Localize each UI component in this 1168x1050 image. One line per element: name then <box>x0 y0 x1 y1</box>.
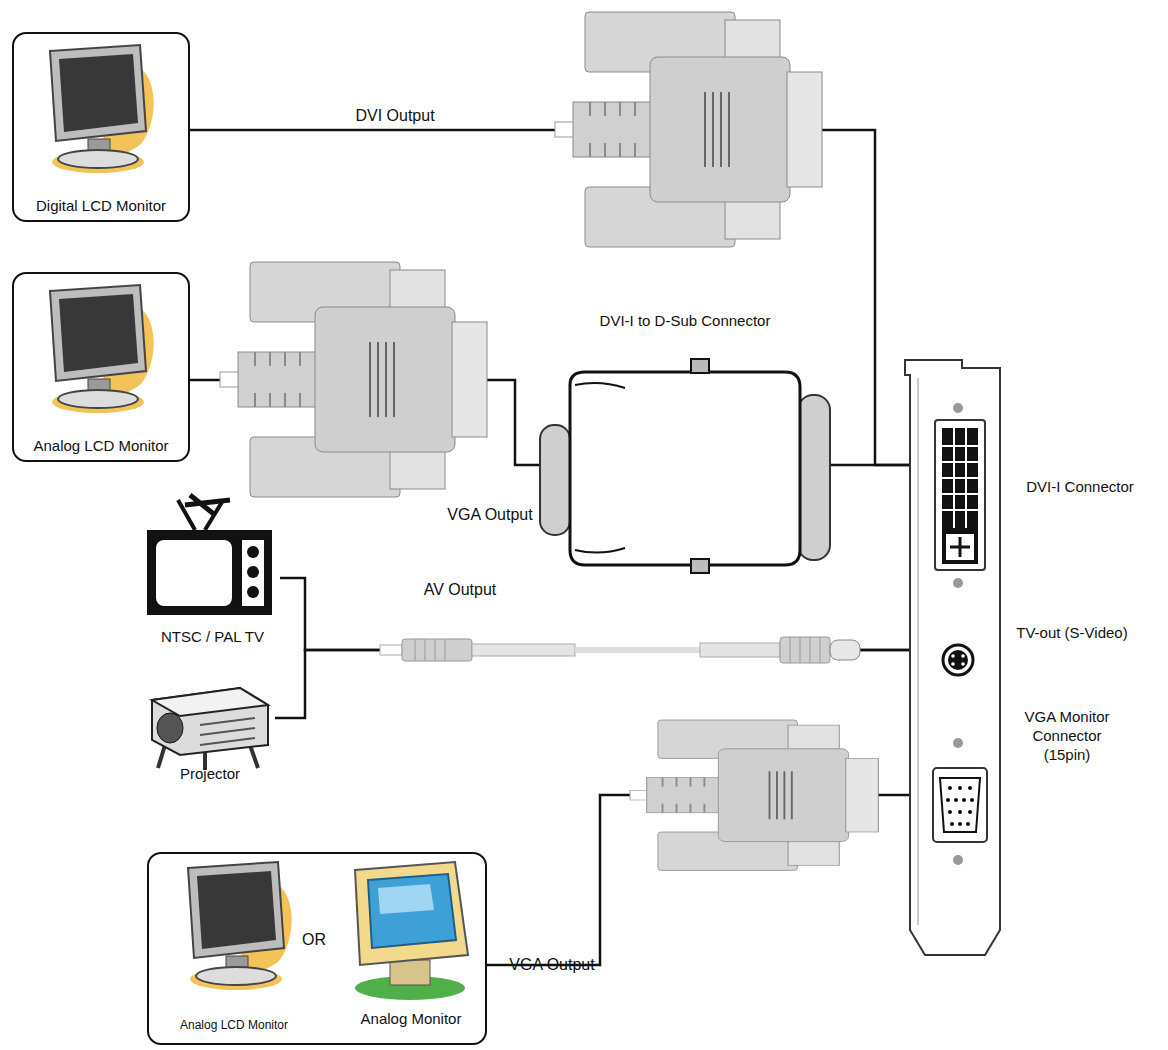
rca-sleeve <box>472 644 575 656</box>
adapter-connector: DVI-I to D-Sub Connector <box>540 310 830 585</box>
adapter-left-face <box>540 425 570 535</box>
monitor-box: Digital LCD Monitor <box>12 32 190 222</box>
output-port: TV-out (S-Video) <box>912 600 1162 690</box>
svideo-port-ring <box>943 645 973 675</box>
lcd-monitor-icon <box>188 862 292 990</box>
projector-body <box>152 688 268 755</box>
tv-icon <box>147 495 272 615</box>
lcd-monitor-icons <box>50 45 292 990</box>
monitor-choice-box: Analog LCD Monitor OR Analog Monitor <box>147 852 487 1045</box>
card-bracket <box>905 360 1000 955</box>
device-label: DVI-I to D-Sub Connector <box>540 312 830 331</box>
device-label: Digital LCD Monitor <box>14 197 188 216</box>
svideo-pin <box>961 654 965 658</box>
dvi-port-face <box>942 428 978 564</box>
adapter-bulge <box>575 383 625 552</box>
vga-plug <box>220 262 487 497</box>
dvi-port <box>935 420 985 570</box>
bracket-edge <box>918 378 919 925</box>
device-label: Projector <box>145 765 275 784</box>
output-label: DVI Output <box>330 106 460 125</box>
output-port: DVI-I Connector <box>912 380 1162 550</box>
crt-case <box>355 862 468 965</box>
adapter-right-face <box>798 395 830 560</box>
tv-device: NTSC / PAL TV <box>145 492 280 652</box>
s-video-cable <box>380 637 860 663</box>
crt-screen <box>368 874 456 948</box>
tv-antenna <box>185 495 230 515</box>
av-cable <box>575 647 700 653</box>
vga-port-shell <box>940 778 980 832</box>
rca-body <box>402 639 472 661</box>
dvi-to-dsub-adapter <box>540 358 830 574</box>
lcd-monitor-icon <box>50 285 154 413</box>
tv-knob <box>247 586 259 598</box>
vga-plug <box>630 720 878 870</box>
output-port: VGA Monitor Connector (15pin) <box>912 700 1162 890</box>
device-label: Analog LCD Monitor <box>14 437 188 456</box>
crt-monitor-icon <box>355 862 468 1000</box>
device-label: NTSC / PAL TV <box>145 628 280 647</box>
tv-knob <box>247 546 259 558</box>
dvi-analog-pins <box>946 534 974 560</box>
svideo-pin <box>961 662 965 666</box>
bracket-screw <box>953 738 963 748</box>
bracket-screw <box>953 578 963 588</box>
adapter-screw <box>690 358 710 374</box>
projector-vents <box>200 718 255 745</box>
device-label: Analog LCD Monitor <box>149 1018 319 1033</box>
adapter-screw <box>690 558 710 574</box>
svideo-ribs <box>790 637 820 663</box>
vga-port-frame <box>933 768 987 842</box>
tv-screen <box>156 540 232 606</box>
dvi-plug <box>555 12 822 247</box>
plug-illustrations <box>220 12 878 870</box>
tv-knob <box>247 566 259 578</box>
dvi-pin-grid <box>942 428 978 528</box>
device-label: Analog Monitor <box>341 1010 481 1029</box>
choice-word: OR <box>297 930 331 950</box>
crt-neck <box>390 960 430 985</box>
output-label: VGA Output <box>492 955 612 974</box>
rca-tip <box>380 645 402 655</box>
projector-lens <box>157 713 183 743</box>
svideo-port-face <box>948 650 968 670</box>
bracket-plate <box>905 360 1000 955</box>
tv-case <box>147 530 272 615</box>
tv-panel <box>242 540 264 606</box>
adapter-body <box>570 372 800 565</box>
dvi-port-frame <box>935 420 985 570</box>
device-label: DVI-I Connector <box>1000 478 1160 497</box>
device-label: VGA Monitor Connector (15pin) <box>1008 708 1126 764</box>
svideo-pin <box>951 654 955 658</box>
projector-top <box>152 688 268 716</box>
projector-device: Projector <box>145 672 275 787</box>
crt-glare <box>378 884 434 914</box>
output-label: AV Output <box>400 580 520 599</box>
svideo-body <box>780 637 830 663</box>
svideo-head <box>830 640 860 660</box>
cable-line <box>830 464 912 467</box>
svideo-pin <box>951 662 955 666</box>
bracket-screw <box>953 403 963 413</box>
rca-ribs <box>415 639 445 661</box>
device-label: TV-out (S-Video) <box>982 624 1162 643</box>
svideo-sleeve <box>700 643 780 657</box>
projector-icon <box>152 688 268 770</box>
adapter-screw-face <box>692 560 708 572</box>
output-label: VGA Output <box>430 505 550 524</box>
vga-pins <box>948 788 972 824</box>
svideo-port <box>943 645 973 675</box>
dvi-analog-blade <box>950 537 970 557</box>
vga-port <box>933 768 987 842</box>
monitor-box: Analog LCD Monitor <box>12 272 190 462</box>
bracket-screw <box>953 855 963 865</box>
adapter-screw-face <box>692 360 708 372</box>
lcd-monitor-icon <box>50 45 154 173</box>
